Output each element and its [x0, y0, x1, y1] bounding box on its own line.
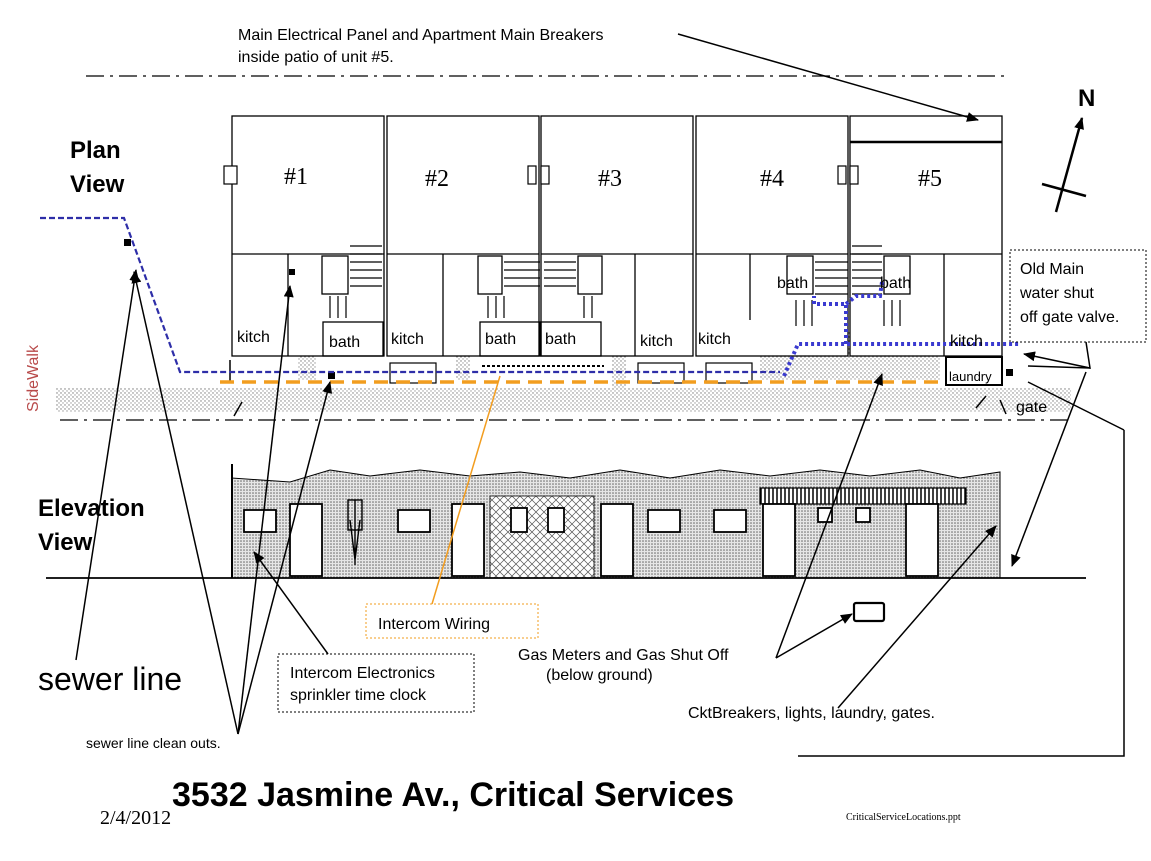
- room-bath-1: bath: [329, 334, 360, 351]
- wall-box-unit3: [540, 165, 550, 185]
- old-main-leader: [1023, 341, 1091, 369]
- filename-label: CriticalServiceLocations.ppt: [846, 812, 961, 823]
- room-kitch-2: kitch: [391, 331, 424, 348]
- breaker-loop: [798, 381, 1125, 757]
- elevation-courtyard: [489, 495, 595, 579]
- sewer-leader: [75, 269, 140, 661]
- elevation-tree: [347, 499, 363, 565]
- main-panel-label-2: inside patio of unit #5.: [238, 49, 394, 66]
- old-main-leader-2: [1027, 365, 1091, 369]
- laundry-box: [945, 356, 1003, 386]
- intercom-electronics-box: [277, 653, 475, 713]
- clean-out-1: [124, 239, 131, 246]
- clean-out-2: [289, 269, 295, 275]
- unit-3-label: #3: [598, 166, 622, 192]
- clean-outs-label: sewer line clean outs.: [86, 735, 221, 751]
- clean-out-3: [328, 372, 335, 379]
- intercom-electronics-label-2: sprinkler time clock: [290, 687, 427, 704]
- unit-2-label: #2: [425, 166, 449, 192]
- north-arrow: [1041, 117, 1087, 213]
- plan-view-label-1: Plan: [70, 137, 121, 164]
- unit-1-outline: [231, 115, 385, 357]
- elevation-view-label-1: Elevation: [38, 495, 145, 522]
- room-laundry: laundry: [949, 369, 992, 384]
- wall-box-unit4: [837, 165, 847, 185]
- clean-out-leader-1: [131, 271, 239, 735]
- elevation-openings: [243, 503, 939, 577]
- wall-box-unit2: [527, 165, 537, 185]
- clean-out-leader-3: [237, 381, 333, 735]
- gas-meters-label-1: Gas Meters and Gas Shut Off: [518, 647, 729, 664]
- bath-box-2: [479, 321, 541, 357]
- unit-5-outline: [849, 115, 1003, 357]
- patio-shading-3: [612, 352, 626, 406]
- room-kitch-3: kitch: [640, 333, 673, 350]
- room-bath-3: bath: [545, 331, 576, 348]
- north-label: N: [1078, 85, 1095, 112]
- wall-box-unit5: [849, 165, 859, 185]
- sewer-line-path: [40, 216, 780, 374]
- intercom-wiring-leader: [431, 375, 501, 605]
- room-kitch-4: kitch: [698, 331, 731, 348]
- leader-lines: [75, 33, 1125, 757]
- main-panel-leader: [677, 33, 979, 122]
- plan-view-label-2: View: [70, 171, 125, 198]
- intercom-electronics-label-1: Intercom Electronics: [290, 665, 435, 682]
- elevation-awning: [759, 487, 967, 505]
- old-main-box: [1009, 249, 1147, 343]
- bath-box-3: [540, 321, 602, 357]
- breaker-marker: [1006, 369, 1013, 376]
- old-main-label-2: water shut: [1019, 285, 1094, 302]
- gas-leader-1: [775, 373, 883, 659]
- unit-5-label: #5: [918, 166, 942, 192]
- clean-out-leader-2: [237, 285, 294, 735]
- room-bath-5: bath: [880, 275, 911, 292]
- gas-meters-label-2: (below ground): [546, 667, 653, 684]
- room-kitch-1: kitch: [237, 329, 270, 346]
- unit-4-label: #4: [760, 166, 784, 192]
- main-panel-label-1: Main Electrical Panel and Apartment Main…: [238, 27, 604, 44]
- wall-box-unit1: [223, 165, 238, 185]
- building-plan: [231, 115, 1003, 357]
- unit-1-label: #1: [284, 164, 308, 190]
- diagram-title: 3532 Jasmine Av., Critical Services: [172, 776, 734, 814]
- intercom-elec-leader: [253, 551, 329, 655]
- sidewalk-label: SideWalk: [25, 344, 42, 412]
- gas-leader-2: [775, 613, 853, 659]
- room-bath-4: bath: [777, 275, 808, 292]
- room-bath-2: bath: [485, 331, 516, 348]
- intercom-wiring-label: Intercom Wiring: [378, 616, 490, 633]
- ckt-leader: [837, 525, 997, 709]
- unit-3-outline: [540, 115, 694, 357]
- old-main-label-1: Old Main: [1020, 261, 1084, 278]
- gate-label: gate: [1016, 399, 1047, 416]
- intercom-wiring-box: [365, 603, 539, 639]
- stairs: [329, 245, 901, 326]
- room-kitch-5: kitch: [950, 333, 983, 350]
- water-line-path: [782, 281, 1020, 377]
- bath-box-1: [322, 321, 384, 357]
- sewer-line-label: sewer line: [38, 661, 182, 697]
- unit-4-outline: [695, 115, 849, 357]
- elevation-view-label-2: View: [38, 529, 93, 556]
- ckt-breakers-label: CktBreakers, lights, laundry, gates.: [688, 705, 935, 722]
- unit-2-outline: [386, 115, 540, 357]
- sidewalk-band: [56, 388, 1071, 412]
- date-label: 2/4/2012: [100, 807, 171, 829]
- old-main-label-3: off gate valve.: [1020, 309, 1119, 326]
- gas-meter-box: [852, 601, 886, 623]
